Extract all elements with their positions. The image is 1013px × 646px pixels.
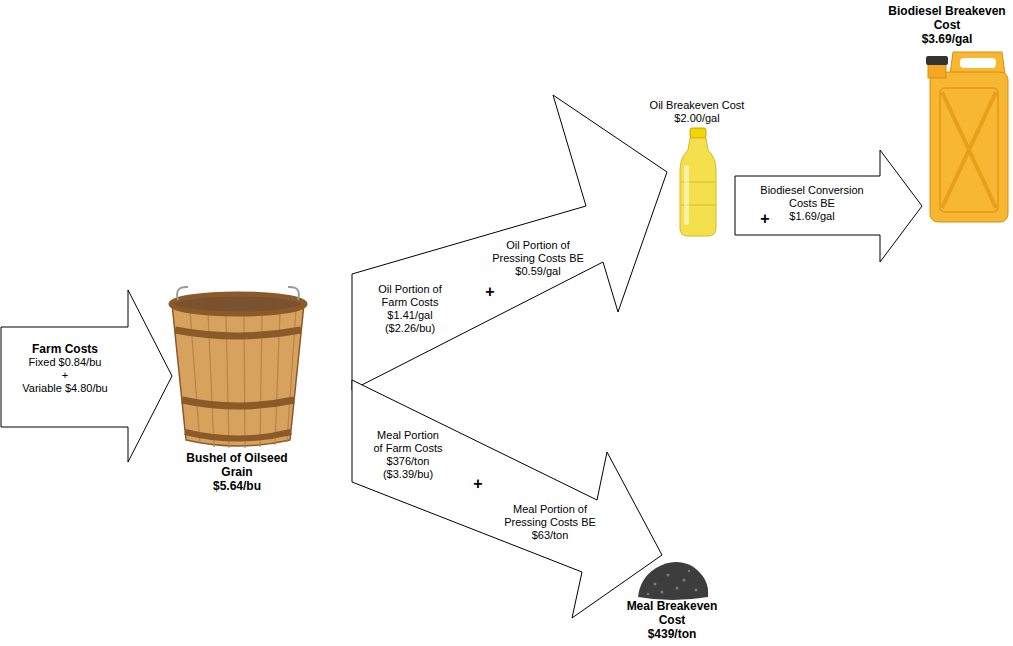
- text-group: Biodiesel Conversion Costs BE$1.69/gal: [754, 184, 870, 223]
- cost-input-arrow: Farm CostsFixed $0.84/bu+Variable $4.80/…: [0, 288, 175, 464]
- cost-label: Oil Portion of Pressing Costs BE: [488, 239, 588, 265]
- product-label: Oil Breakeven Cost: [650, 99, 745, 112]
- text-group: Biodiesel Breakeven Cost$3.69/gal: [885, 4, 1009, 46]
- cost-label: Oil Portion of Farm Costs: [374, 283, 446, 309]
- plus-sign: +: [473, 475, 482, 493]
- meal-cost-arrow: Meal Portion of Farm Costs$376/ton($3.39…: [350, 378, 665, 621]
- cost-value: $1.69/gal: [789, 210, 834, 223]
- text-group: +: [755, 210, 775, 228]
- text-group: Farm CostsFixed $0.84/bu+Variable $4.80/…: [3, 342, 127, 395]
- cost-value: Fixed $0.84/bu: [29, 356, 102, 369]
- text-group: Bushel of Oilseed Grain$5.64/bu: [172, 451, 302, 493]
- cost-value: $376/ton: [387, 455, 430, 468]
- cost-value: $0.59/gal: [515, 265, 560, 278]
- cost-value: $1.41/gal: [387, 309, 432, 322]
- meal-pile-illustration: [638, 562, 708, 600]
- text-group: Meal Portion of Pressing Costs BE$63/ton: [495, 503, 605, 542]
- oil-bottle-illustration: [680, 128, 716, 236]
- arrow-heading: Farm Costs: [32, 342, 98, 356]
- price-value: $439/ton: [648, 627, 697, 641]
- product-label: Meal Breakeven Cost: [620, 599, 724, 627]
- oil-cost-arrow: Oil Portion of Farm Costs$1.41/gal($2.26…: [350, 93, 670, 393]
- meal-pile: Meal Breakeven Cost$439/ton: [625, 556, 727, 644]
- cost-label: Biodiesel Conversion Costs BE: [756, 184, 868, 210]
- cost-value: ($2.26/bu): [385, 322, 435, 335]
- block-arrow-path: [352, 95, 667, 390]
- conversion-arrow: Biodiesel Conversion Costs BE$1.69/gal+: [733, 148, 925, 264]
- block-arrow-path: [352, 380, 662, 618]
- price-value: $2.00/gal: [674, 112, 719, 125]
- text-group: Meal Breakeven Cost$439/ton: [617, 599, 727, 641]
- cost-value: Variable $4.80/bu: [22, 382, 107, 395]
- jerrycan: Biodiesel Breakeven Cost$3.69/gal: [885, 0, 1012, 225]
- cost-value: $63/ton: [532, 529, 569, 542]
- plus-sign: +: [62, 369, 68, 382]
- plus-sign: +: [760, 210, 769, 228]
- plus-sign: +: [485, 283, 494, 301]
- block-arrow-path: [1, 290, 172, 462]
- text-group: Oil Portion of Pressing Costs BE$0.59/ga…: [488, 239, 588, 278]
- text-group: Oil Portion of Farm Costs$1.41/gal($2.26…: [365, 283, 455, 335]
- jerrycan-illustration: [926, 52, 1008, 222]
- grain-basket: Bushel of Oilseed Grain$5.64/bu: [160, 286, 315, 498]
- cost-label: Meal Portion of Pressing Costs BE: [500, 503, 600, 529]
- block-arrow-path: [735, 150, 922, 262]
- product-label: Bushel of Oilseed Grain: [177, 451, 297, 479]
- text-group: +: [480, 283, 500, 301]
- price-value: $5.64/bu: [213, 479, 261, 493]
- product-label: Biodiesel Breakeven Cost: [885, 4, 1009, 32]
- text-group: +: [468, 475, 488, 493]
- block-arrow-outline: [0, 288, 175, 464]
- text-group: Oil Breakeven Cost$2.00/gal: [637, 99, 757, 125]
- cost-label: Meal Portion of Farm Costs: [372, 429, 444, 455]
- basket-illustration: [171, 287, 305, 448]
- cost-value: ($3.39/bu): [383, 468, 433, 481]
- price-value: $3.69/gal: [922, 32, 973, 46]
- block-arrow-outline: [350, 378, 665, 621]
- text-group: Meal Portion of Farm Costs$376/ton($3.39…: [363, 429, 453, 481]
